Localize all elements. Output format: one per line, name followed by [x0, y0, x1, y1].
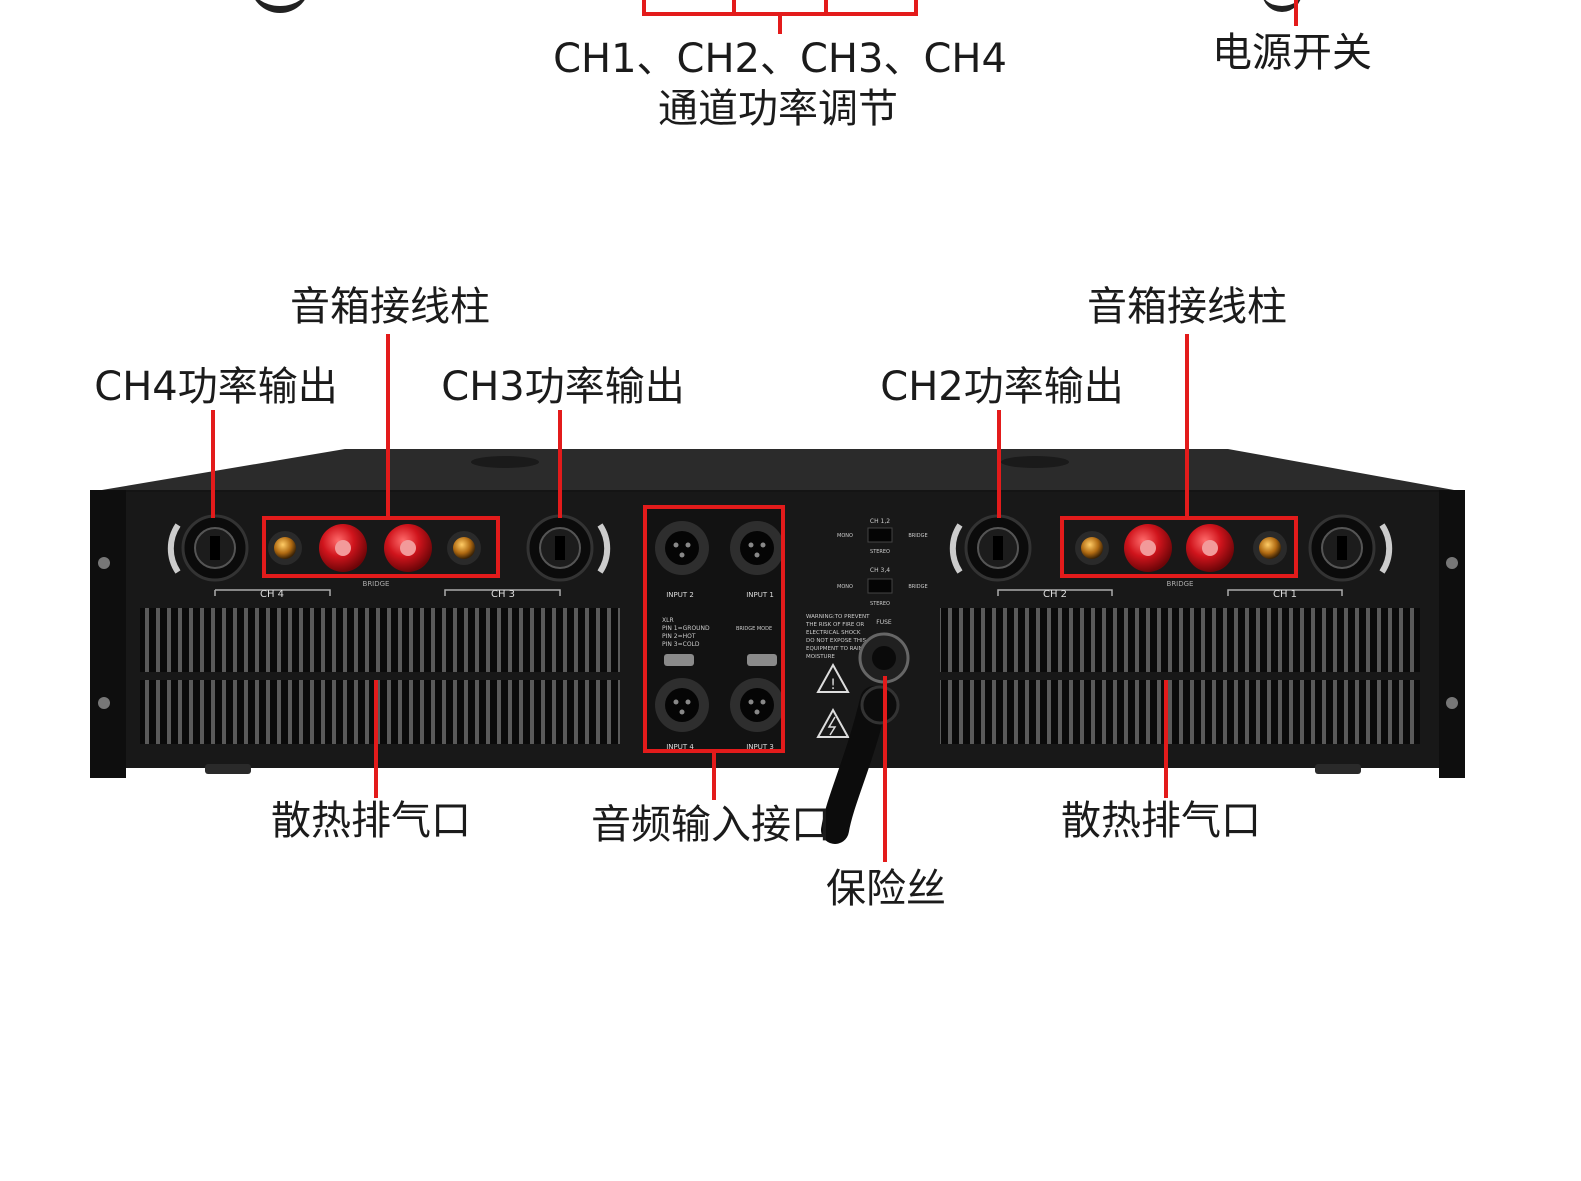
svg-text:EQUIPMENT TO RAIN OR: EQUIPMENT TO RAIN OR	[806, 646, 873, 652]
ch34-label: CH 3,4	[870, 567, 890, 574]
ch3-output-label: CH3功率输出	[441, 364, 685, 410]
xlr-input-4	[655, 678, 709, 732]
channel-divider-1	[732, 0, 736, 14]
ch3-panel-label: CH 3	[491, 589, 515, 600]
knob-edge-left	[250, 0, 310, 13]
mono-label: MONO	[837, 533, 853, 539]
bridge-label-right: BRIDGE	[1167, 580, 1194, 588]
power-switch-pointer-line	[1294, 0, 1298, 26]
speaker-terminal-right-line	[1185, 334, 1189, 519]
binding-posts-right	[1075, 524, 1287, 572]
binding-posts-left-highlight	[262, 516, 500, 578]
channels-label: CH1、CH2、CH3、CH4	[553, 36, 1007, 82]
ch4-output-label: CH4功率输出	[94, 364, 338, 410]
vent-grille-right-upper	[940, 608, 1420, 672]
pin1-label: PIN 1=GROUND	[662, 625, 710, 632]
channels-sublabel: 通道功率调节	[658, 86, 898, 132]
speaker-terminal-label-left: 音箱接线柱	[290, 284, 490, 330]
knob-edge-right	[1262, 0, 1302, 12]
rack-ear-right	[1439, 490, 1465, 778]
binding-posts-right-highlight	[1060, 516, 1298, 578]
rubber-foot	[1315, 764, 1361, 774]
input4-label: INPUT 4	[666, 743, 694, 751]
speakon-ch1-connector	[1308, 514, 1393, 582]
speaker-terminal-label-right: 音箱接线柱	[1087, 284, 1287, 330]
vent-label-left: 散热排气口	[271, 798, 471, 844]
xlr-input-3	[730, 678, 784, 732]
rack-ear-left	[90, 490, 126, 778]
svg-text:WARNING:TO PREVENT: WARNING:TO PREVENT	[806, 614, 870, 620]
ch3-bracket	[444, 589, 561, 596]
rack-hole	[98, 697, 110, 709]
bridge-label-left: BRIDGE	[363, 580, 390, 588]
mode-switch-ch12	[867, 527, 893, 543]
channel-divider-2	[824, 0, 828, 14]
speakon-ch3-connector	[526, 514, 611, 582]
svg-text:THE RISK OF FIRE OR: THE RISK OF FIRE OR	[805, 622, 864, 628]
xlr-label: XLR	[662, 617, 674, 624]
fuse-label: 保险丝	[826, 866, 946, 912]
audio-input-label: 音频输入接口	[591, 802, 831, 848]
ch3-output-line	[558, 410, 562, 518]
channel-pointer-line	[778, 12, 782, 34]
mode-switch-ch34	[867, 578, 893, 594]
rack-hole	[1446, 557, 1458, 569]
power-switch-label: 电源开关	[1212, 30, 1372, 76]
ch2-bracket	[997, 589, 1113, 596]
bridge-switch-right	[747, 654, 777, 666]
audio-input-highlight	[643, 505, 785, 753]
svg-text:DO NOT EXPOSE THIS: DO NOT EXPOSE THIS	[806, 638, 867, 644]
svg-text:!: !	[830, 677, 836, 693]
bridge-mode-label: BRIDGE MODE	[736, 626, 772, 632]
pin3-label: PIN 3=COLD	[662, 641, 700, 648]
bridge-switch-left	[664, 654, 694, 666]
power-cord-grommet	[860, 685, 900, 725]
warning-text: WARNING:TO PREVENT THE RISK OF FIRE OR E…	[805, 614, 873, 660]
stereo-label: STEREO	[870, 549, 890, 555]
ch2-output-line	[997, 410, 1001, 518]
fuse-line	[883, 676, 887, 862]
bridge-switch-label: BRIDGE	[908, 584, 927, 590]
input3-label: INPUT 3	[746, 743, 774, 751]
pin2-label: PIN 2=HOT	[662, 633, 696, 640]
ch2-output-label: CH2功率输出	[880, 364, 1124, 410]
xlr-input-1	[730, 521, 784, 575]
svg-text:MOISTURE: MOISTURE	[806, 654, 835, 660]
cover-notch-right	[1001, 456, 1069, 468]
shock-hazard-icon	[816, 707, 850, 738]
xlr-input-2	[655, 521, 709, 575]
ch4-output-line	[211, 410, 215, 518]
audio-input-line	[712, 752, 716, 800]
speakon-ch2-connector	[949, 514, 1032, 582]
rubber-foot	[205, 764, 251, 774]
ch1-bracket	[1227, 589, 1343, 596]
chassis-top-cover	[90, 449, 1465, 492]
vent-left-line	[374, 680, 378, 798]
binding-posts-left	[268, 524, 481, 572]
mono-label: MONO	[837, 584, 853, 590]
vent-label-right: 散热排气口	[1061, 798, 1261, 844]
vent-grille-right-lower	[940, 680, 1420, 744]
svg-text:ELECTRICAL SHOCK: ELECTRICAL SHOCK	[806, 630, 861, 636]
speakon-ch4-connector	[167, 514, 249, 582]
bridge-switch-label: BRIDGE	[908, 533, 927, 539]
input1-label: INPUT 1	[746, 591, 774, 599]
input2-label: INPUT 2	[666, 591, 694, 599]
speaker-terminal-left-line	[386, 334, 390, 519]
vent-grille-left-upper	[140, 608, 620, 672]
ch12-label: CH 1,2	[870, 518, 890, 525]
warning-triangle-icon: !	[816, 662, 850, 693]
ch4-bracket	[214, 589, 331, 596]
ch4-panel-label: CH 4	[260, 589, 284, 600]
rack-hole	[98, 557, 110, 569]
vent-grille-left-lower	[140, 680, 620, 744]
rack-hole	[1446, 697, 1458, 709]
vent-right-line	[1164, 680, 1168, 798]
ch1-panel-label: CH 1	[1273, 589, 1297, 600]
stereo-label: STEREO	[870, 601, 890, 607]
cover-notch-left	[471, 456, 539, 468]
fuse-panel-label: FUSE	[876, 619, 892, 626]
ch2-panel-label: CH 2	[1043, 589, 1067, 600]
